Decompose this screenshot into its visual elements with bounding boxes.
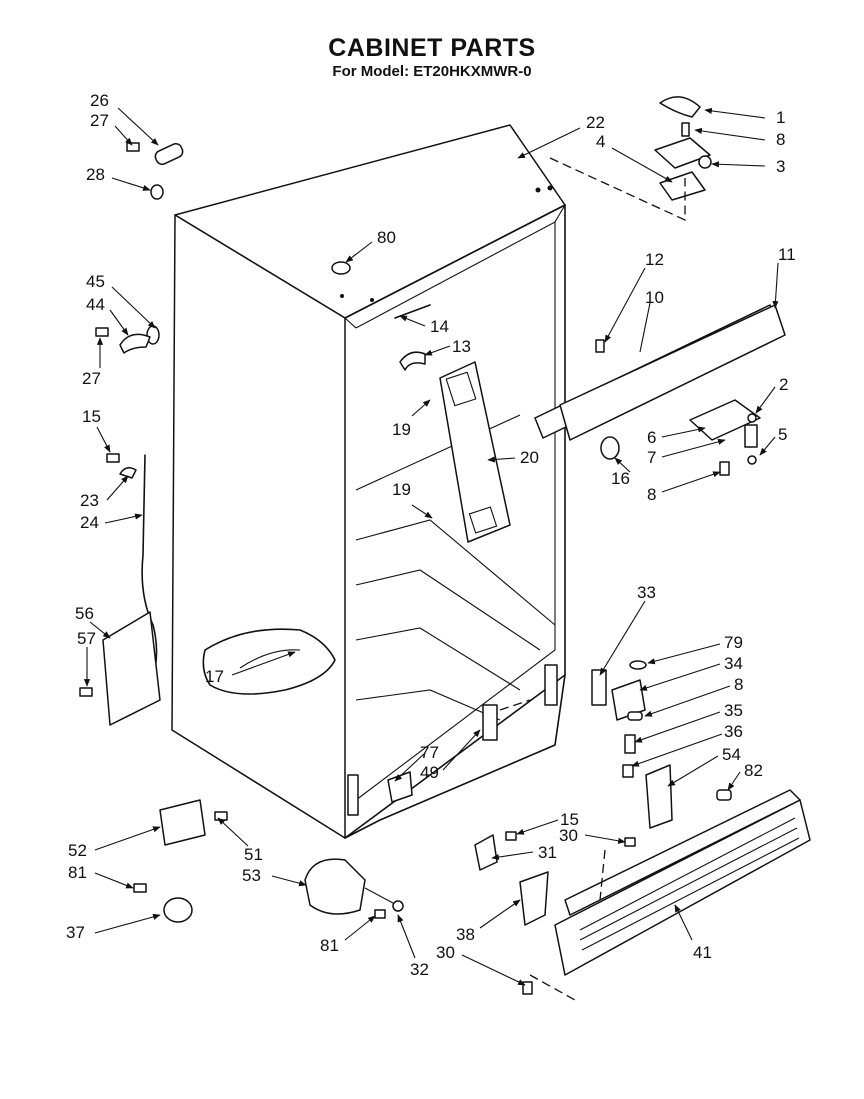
callout-17: 17: [205, 667, 224, 686]
callout-36: 36: [724, 722, 743, 741]
callout-49: 49: [420, 763, 439, 782]
callout-53: 53: [242, 866, 261, 885]
callout-15: 15: [82, 407, 101, 426]
callout-22: 22: [586, 113, 605, 132]
callout-82: 82: [744, 761, 763, 780]
callout-35: 35: [724, 701, 743, 720]
clip-13: [399, 351, 426, 371]
callout-37: 37: [66, 923, 85, 942]
callout-16: 16: [611, 469, 630, 488]
callout-4: 4: [596, 132, 605, 151]
callout-41: 41: [693, 943, 712, 962]
callout-81b: 81: [320, 936, 339, 955]
callout-1: 1: [776, 108, 785, 127]
callout-38: 38: [456, 925, 475, 944]
callout-56: 56: [75, 604, 94, 623]
callout-19: 19: [392, 420, 411, 439]
callout-3: 3: [776, 157, 785, 176]
model-subtitle: For Model: ET20HKXMWR-0: [332, 63, 532, 80]
leader-lines: [83, 107, 779, 986]
callout-32: 32: [410, 960, 429, 979]
plug-80: [331, 261, 351, 275]
callout-33: 33: [637, 583, 656, 602]
top-hinge-assembly: [654, 96, 712, 201]
callout-51: 51: [244, 845, 263, 864]
air-duct-20: [439, 361, 511, 543]
lower-right-parts: [474, 660, 811, 1001]
callout-30b: 30: [436, 943, 455, 962]
callout-31: 31: [538, 843, 557, 862]
callout-10: 10: [645, 288, 664, 307]
callout-26: 26: [90, 91, 109, 110]
callout-20: 20: [520, 448, 539, 467]
callout-27b: 27: [82, 369, 101, 388]
callout-52: 52: [68, 841, 87, 860]
callout-44: 44: [86, 295, 105, 314]
callout-11: 11: [778, 245, 796, 264]
callout-12: 12: [645, 250, 664, 269]
callout-19b: 19: [392, 480, 411, 499]
callout-labels: 26 27 28 45 44 27 15 23 24 56 57 17 80 1…: [66, 91, 796, 979]
bottom-parts: [133, 699, 531, 923]
callout-5: 5: [778, 425, 787, 444]
cabinet-shell: [171, 124, 566, 839]
callout-57: 57: [77, 629, 96, 648]
hinge-rail-assembly: [534, 304, 786, 476]
callout-8: 8: [776, 130, 785, 149]
callout-45: 45: [86, 272, 105, 291]
callout-79: 79: [724, 633, 743, 652]
callout-34: 34: [724, 654, 743, 673]
callout-8c: 8: [734, 675, 743, 694]
callout-77: 77: [420, 743, 439, 762]
left-side-parts: [79, 142, 336, 726]
callout-30: 30: [559, 826, 578, 845]
callout-28: 28: [86, 165, 105, 184]
callout-54: 54: [722, 745, 741, 764]
callout-6: 6: [647, 428, 656, 447]
callout-27: 27: [90, 111, 109, 130]
callout-8b: 8: [647, 485, 656, 504]
diagram-title: CABINET PARTS: [328, 34, 536, 62]
callout-14: 14: [430, 317, 449, 336]
callout-13: 13: [452, 337, 471, 356]
callout-80: 80: [377, 228, 396, 247]
callout-24: 24: [80, 513, 99, 532]
callout-81: 81: [68, 863, 87, 882]
callout-23: 23: [80, 491, 99, 510]
callout-7: 7: [647, 448, 656, 467]
callout-2: 2: [779, 375, 788, 394]
callout-15b: 15: [560, 810, 579, 829]
